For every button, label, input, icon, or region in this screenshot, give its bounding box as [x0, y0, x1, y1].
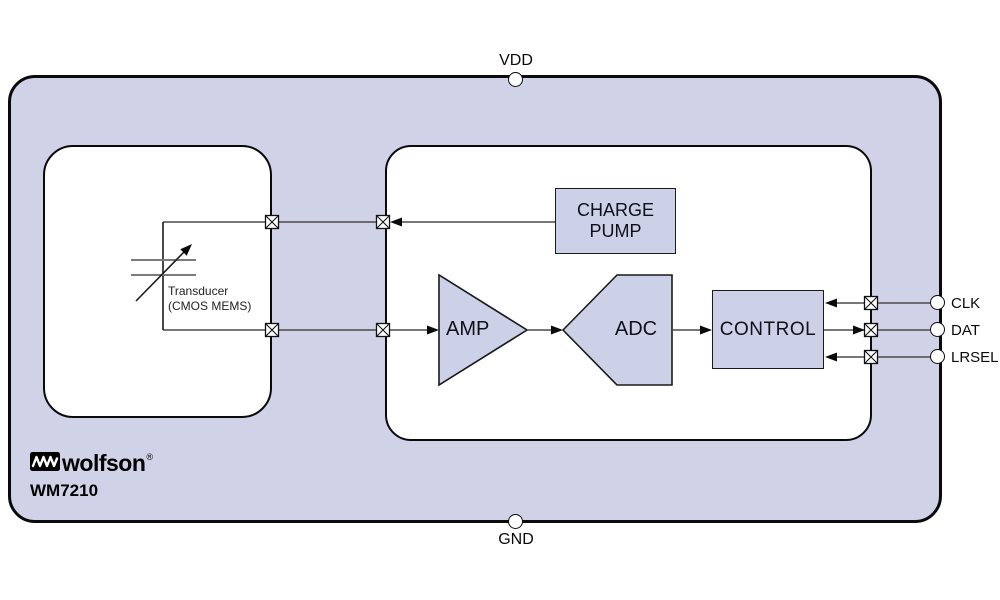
control-label: CONTROL [719, 319, 817, 340]
pin-clk [930, 295, 945, 310]
arrowhead-left-icon [825, 298, 837, 308]
bond-pad-icon [863, 349, 879, 365]
part-number: WM7210 [30, 481, 99, 500]
bond-pad-icon [375, 214, 391, 230]
variable-arrowhead-icon [180, 244, 192, 256]
pin-dat [930, 322, 945, 337]
bond-pad-icon [264, 214, 280, 230]
pin-gnd [508, 514, 523, 529]
adc-label: ADC [614, 318, 658, 340]
bond-pad-icon [863, 295, 879, 311]
arrowhead-right-icon [853, 325, 865, 335]
transducer-section-box [43, 145, 272, 418]
pin-label-gnd: GND [498, 531, 534, 548]
registered-trademark-icon: ® [146, 452, 154, 462]
pin-label-clk: CLK [951, 295, 981, 312]
arrowhead-left-icon [390, 217, 402, 227]
charge-pump-label-line2: PUMP [589, 221, 642, 241]
arrowhead-right-icon [427, 325, 439, 335]
variable-arrow-shaft [135, 251, 185, 302]
amp-triangle [438, 273, 529, 387]
pin-lrsel [930, 349, 945, 364]
pin-label-vdd: VDD [499, 52, 533, 69]
charge-pump-block: CHARGE PUMP [555, 188, 676, 254]
wolfson-wordmark: wolfson [62, 450, 146, 476]
transducer-caption-line2: (CMOS MEMS) [168, 299, 252, 313]
pin-label-lrsel: LRSEL [951, 349, 999, 366]
arrowhead-right-icon [551, 325, 563, 335]
pin-vdd [508, 72, 523, 87]
transducer-symbol [131, 222, 196, 330]
control-block: CONTROL [712, 290, 824, 369]
transducer-caption: Transducer (CMOS MEMS) [168, 284, 251, 314]
pin-label-dat: DAT [951, 322, 980, 339]
arrowhead-right-icon [700, 325, 712, 335]
wolfson-logo: wolfson ® [30, 450, 154, 476]
bond-pad-icon [863, 322, 879, 338]
bond-pad-icon [375, 322, 391, 338]
charge-pump-label-line1: CHARGE [576, 200, 654, 220]
transducer-caption-line1: Transducer [168, 284, 229, 298]
wolfson-logo-mark-icon [30, 452, 60, 471]
amp-label: AMP [446, 318, 490, 340]
bond-pad-icon [264, 322, 280, 338]
arrowhead-left-icon [825, 352, 837, 362]
